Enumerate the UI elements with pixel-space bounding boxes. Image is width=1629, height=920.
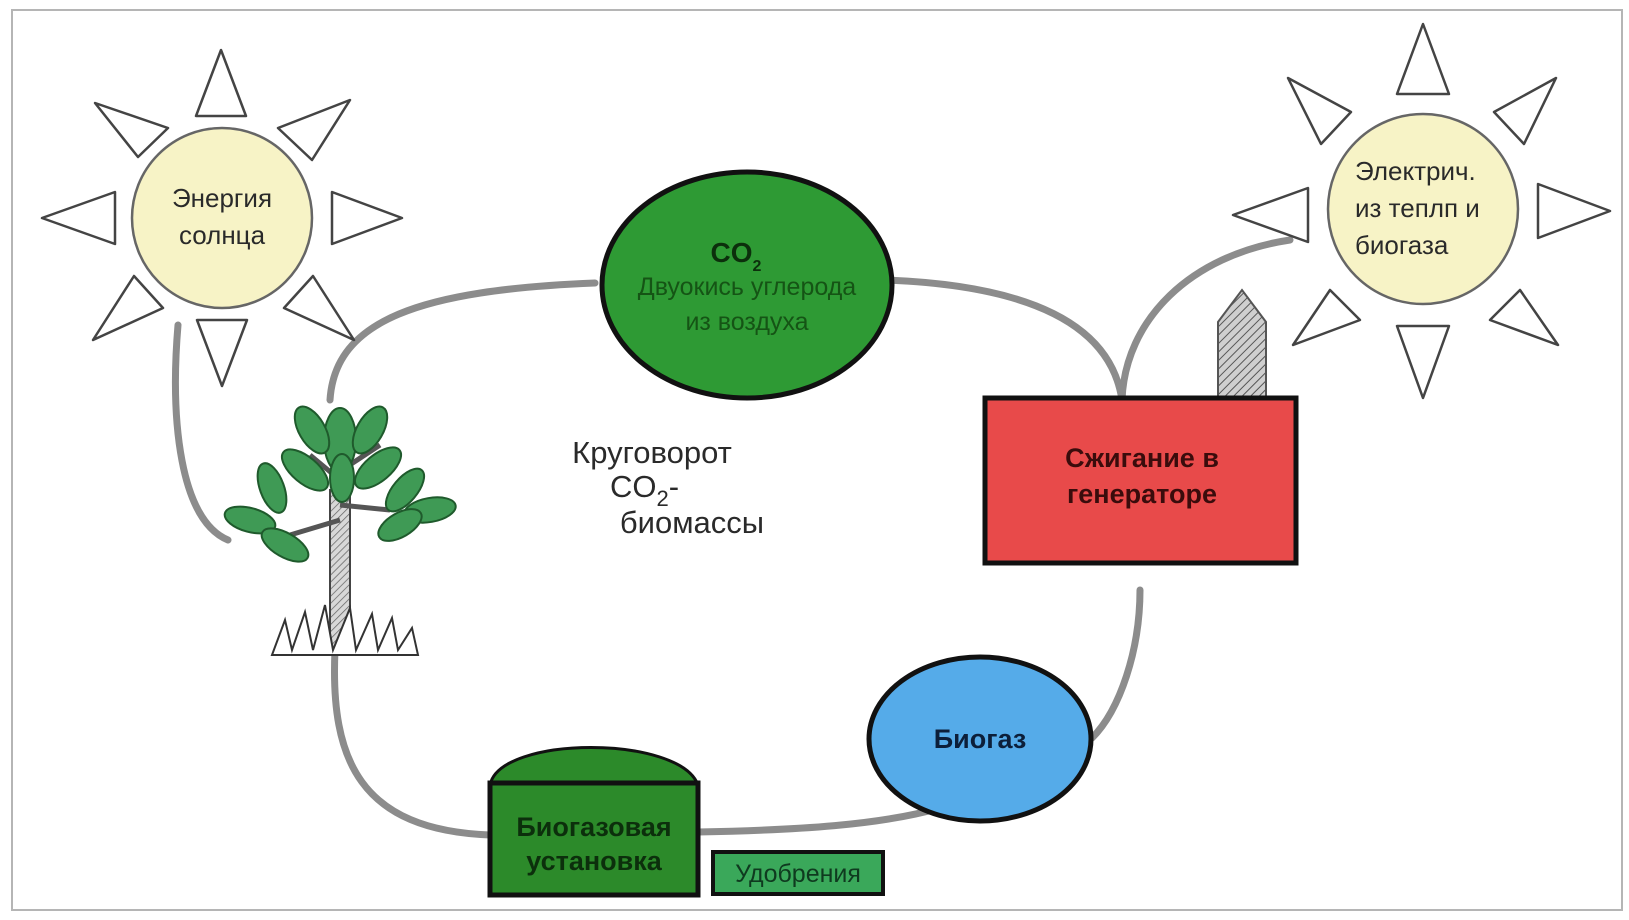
- cycle-title-co: CO: [610, 469, 657, 504]
- sun-right-rays: [1231, 22, 1612, 400]
- cycle-title: Круговорот CO2- биомассы: [572, 435, 764, 540]
- cycle-title-line2: CO2-: [610, 469, 679, 511]
- line-plant-to-biogas: [694, 804, 944, 836]
- cycle-title-tail: -: [669, 469, 679, 504]
- line-generator-to-electricity: [1118, 236, 1294, 404]
- co2-line2: из воздуха: [685, 308, 808, 336]
- sun-left: Энергия солнца: [40, 48, 404, 388]
- tree-icon: [223, 405, 457, 656]
- co2-formula-main: CO: [711, 237, 753, 268]
- co2-ellipse: [599, 169, 895, 401]
- cycle-lines: [172, 236, 1294, 839]
- sun-right: Электрич. из теплп и биогаза: [1231, 22, 1612, 400]
- sun-right-line2: из теплп и: [1355, 193, 1480, 223]
- line-tree-to-plant: [331, 646, 494, 839]
- cycle-title-line1: Круговорот: [572, 435, 732, 470]
- sun-left-line1: Энергия: [172, 183, 272, 213]
- fertilizer-box: [711, 850, 885, 896]
- biogas-plant-dome: [488, 746, 701, 787]
- chimney: [1217, 288, 1267, 399]
- biogas-plant-node: Биогазовая установка: [487, 746, 701, 898]
- sun-right-line3: биогаза: [1355, 230, 1449, 260]
- biogas-node: Биогаз: [866, 654, 1094, 824]
- sun-right-disc: [1326, 112, 1520, 306]
- fertilizer-label: Удобрения: [735, 860, 861, 888]
- fertilizer-node: Удобрения: [711, 850, 885, 896]
- diagram-frame: [11, 9, 1623, 911]
- generator-box: [982, 395, 1299, 566]
- biogas-plant-box: [487, 780, 701, 898]
- biogas-label: Биогаз: [934, 724, 1027, 754]
- cycle-title-sub: 2: [657, 486, 669, 511]
- generator-line1: Сжигание в: [1065, 443, 1219, 473]
- generator-line2: генераторе: [1067, 479, 1217, 509]
- biogas-ellipse: [866, 654, 1094, 824]
- co2-formula: CO2: [711, 237, 762, 275]
- co2-line1: Двуокись углерода: [638, 273, 857, 301]
- line-sun-to-tree: [172, 321, 232, 544]
- sun-right-line1: Электрич.: [1355, 156, 1476, 186]
- tree-branches: [289, 442, 391, 538]
- grass: [270, 604, 420, 656]
- biogas-plant-line1: Биогазовая: [516, 812, 671, 842]
- chimney-shape: [1217, 288, 1267, 399]
- tree-leaves: [223, 405, 457, 563]
- line-co2-to-generator: [881, 276, 1126, 404]
- cycle-title-line3: биомассы: [620, 505, 764, 540]
- sun-left-line2: солнца: [179, 220, 266, 250]
- co2-node: CO2 Двуокись углерода из воздуха: [599, 169, 895, 401]
- generator-node: Сжигание в генераторе: [982, 395, 1299, 566]
- line-tree-to-co2: [326, 279, 599, 404]
- sun-left-rays: [40, 48, 404, 388]
- co2-formula-sub: 2: [753, 258, 762, 275]
- sun-left-disc: [130, 126, 314, 310]
- line-generator-to-biogas: [1088, 586, 1144, 742]
- biogas-plant-line2: установка: [526, 846, 663, 876]
